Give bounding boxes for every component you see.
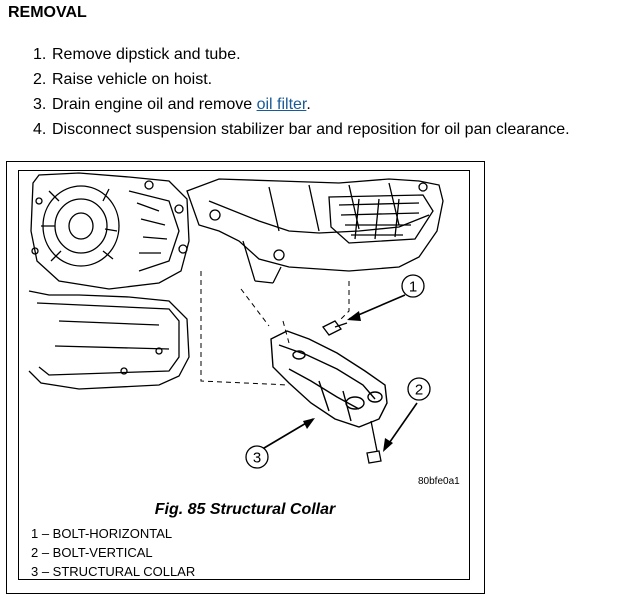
arrow-heads [303, 311, 393, 452]
step-number: 2. [33, 71, 47, 88]
alignment-lines [200, 271, 350, 386]
callout-2-label: 2 [415, 382, 423, 399]
step-text: Raise vehicle on hoist. [52, 71, 213, 88]
step-item: 2. Raise vehicle on hoist. [0, 69, 570, 94]
step-item: 1. Remove dipstick and tube. [0, 44, 570, 69]
vertical-bolt [366, 420, 382, 464]
callout-1: 1 [401, 274, 425, 298]
structural-collar [270, 330, 388, 428]
step-number: 1. [33, 46, 47, 63]
figure-legend: 1 – BOLT-HORIZONTAL 2 – BOLT-VERTICAL 3 … [31, 524, 196, 579]
step-item: 4. Disconnect suspension stabilizer bar … [0, 119, 570, 144]
step-item: 3. Drain engine oil and remove oil filte… [0, 94, 570, 119]
figure-frame: 1 2 3 80bfe0a1 Fig. 85 Structural Collar… [18, 170, 470, 580]
step-text: Disconnect suspension stabilizer bar and… [52, 121, 570, 138]
transmission-housing [30, 172, 190, 290]
callout-1-label: 1 [409, 279, 417, 296]
callout-3: 3 [245, 445, 269, 469]
callout-arrows [258, 294, 418, 452]
legend-item: 1 – BOLT-HORIZONTAL [31, 526, 173, 541]
structural-collar-illustration: 1 2 3 [28, 172, 444, 469]
horizontal-bolt [322, 320, 348, 336]
step-number: 4. [33, 121, 47, 138]
oil-filter-link[interactable]: oil filter [256, 96, 307, 113]
removal-steps-list: 1. Remove dipstick and tube. 2. Raise ve… [0, 44, 570, 144]
step-text: Drain engine oil and remove [52, 96, 257, 113]
figure-outer-frame [6, 161, 485, 594]
legend-item: 2 – BOLT-VERTICAL [31, 545, 153, 560]
figure-code: 80bfe0a1 [418, 476, 460, 487]
oil-pan [28, 290, 190, 390]
callout-2: 2 [407, 377, 431, 401]
step-number: 3. [33, 96, 47, 113]
legend-item: 3 – STRUCTURAL COLLAR [31, 564, 196, 579]
step-text-end: . [306, 96, 311, 113]
engine-cradle [186, 178, 444, 284]
step-text: Remove dipstick and tube. [52, 46, 241, 63]
callout-3-label: 3 [253, 450, 261, 467]
figure-title: Fig. 85 Structural Collar [154, 501, 336, 518]
section-heading: REMOVAL [8, 4, 87, 21]
